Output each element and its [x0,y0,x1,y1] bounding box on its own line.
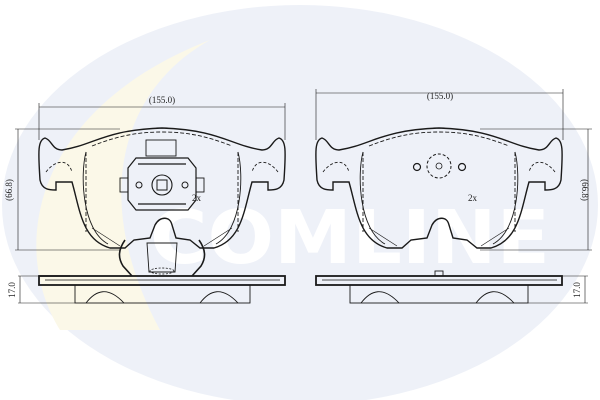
right-height-dimension: (66.8) [580,179,590,201]
right-pad-front-view [315,89,592,251]
left-height-dimension: (66.8) [4,179,14,201]
comline-watermark: COMLINE [2,5,598,400]
left-pad-front-view [15,103,286,251]
left-pad-side-view [18,239,286,304]
left-width-dimension: (155.0) [149,95,175,105]
left-quantity-label: 2x [192,193,202,203]
watermark-text: COMLINE [150,195,550,281]
left-thickness-dimension: 17.0 [7,282,17,298]
right-width-dimension: (155.0) [427,91,453,101]
right-pad-side-view [315,270,588,304]
watermark-swoosh [36,40,210,330]
right-quantity-label: 2x [468,193,478,203]
watermark-ellipse [2,5,598,400]
right-thickness-dimension: 17.0 [572,282,582,298]
